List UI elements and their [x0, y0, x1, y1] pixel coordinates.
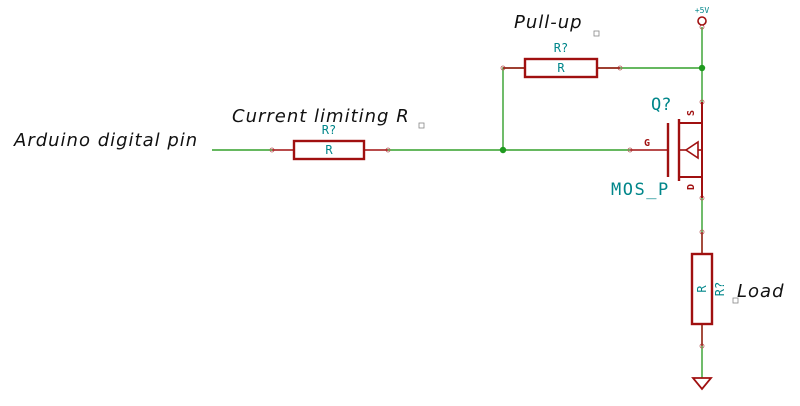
- mosfet-ref: Q?: [651, 95, 671, 115]
- mosfet-p-channel[interactable]: Q? MOS_P G S D: [611, 95, 703, 200]
- label-load: Load: [737, 281, 785, 302]
- ground-symbol[interactable]: [691, 377, 713, 391]
- mosfet-pin-s: S: [686, 110, 697, 116]
- note-anchor-icon: [732, 297, 739, 304]
- mosfet-pin-d: D: [686, 184, 697, 190]
- junction-dot-gate: [499, 146, 507, 154]
- power-symbol-icon: [697, 16, 707, 26]
- label-arduino-pin: Arduino digital pin: [13, 130, 198, 151]
- power-label: +5V: [695, 6, 710, 15]
- label-pullup: Pull-up: [514, 12, 583, 33]
- wire-pullup-left: [502, 67, 525, 150]
- resistor-current-value: R: [325, 143, 333, 157]
- resistor-pullup-value: R: [557, 61, 565, 75]
- resistor-current-limiting[interactable]: R? R: [272, 123, 388, 161]
- wires: [212, 27, 703, 378]
- resistor-pullup-ref: R?: [554, 41, 568, 55]
- resistor-pullup[interactable]: R? R: [503, 41, 620, 79]
- resistor-load-ref: R?: [713, 282, 727, 296]
- note-anchor-icon: [593, 30, 600, 37]
- note-anchor-icon: [418, 122, 425, 129]
- resistor-load[interactable]: R R?: [690, 232, 727, 346]
- mosfet-value: MOS_P: [611, 180, 670, 200]
- power-5v-symbol[interactable]: +5V: [695, 6, 710, 26]
- resistor-current-ref: R?: [322, 123, 336, 137]
- label-current-limiting: Current limiting R: [232, 106, 410, 127]
- ground-icon: [691, 377, 713, 391]
- junction-dot-vcc: [698, 64, 706, 72]
- resistor-load-value: R: [695, 285, 709, 293]
- mosfet-pin-g: G: [644, 138, 650, 149]
